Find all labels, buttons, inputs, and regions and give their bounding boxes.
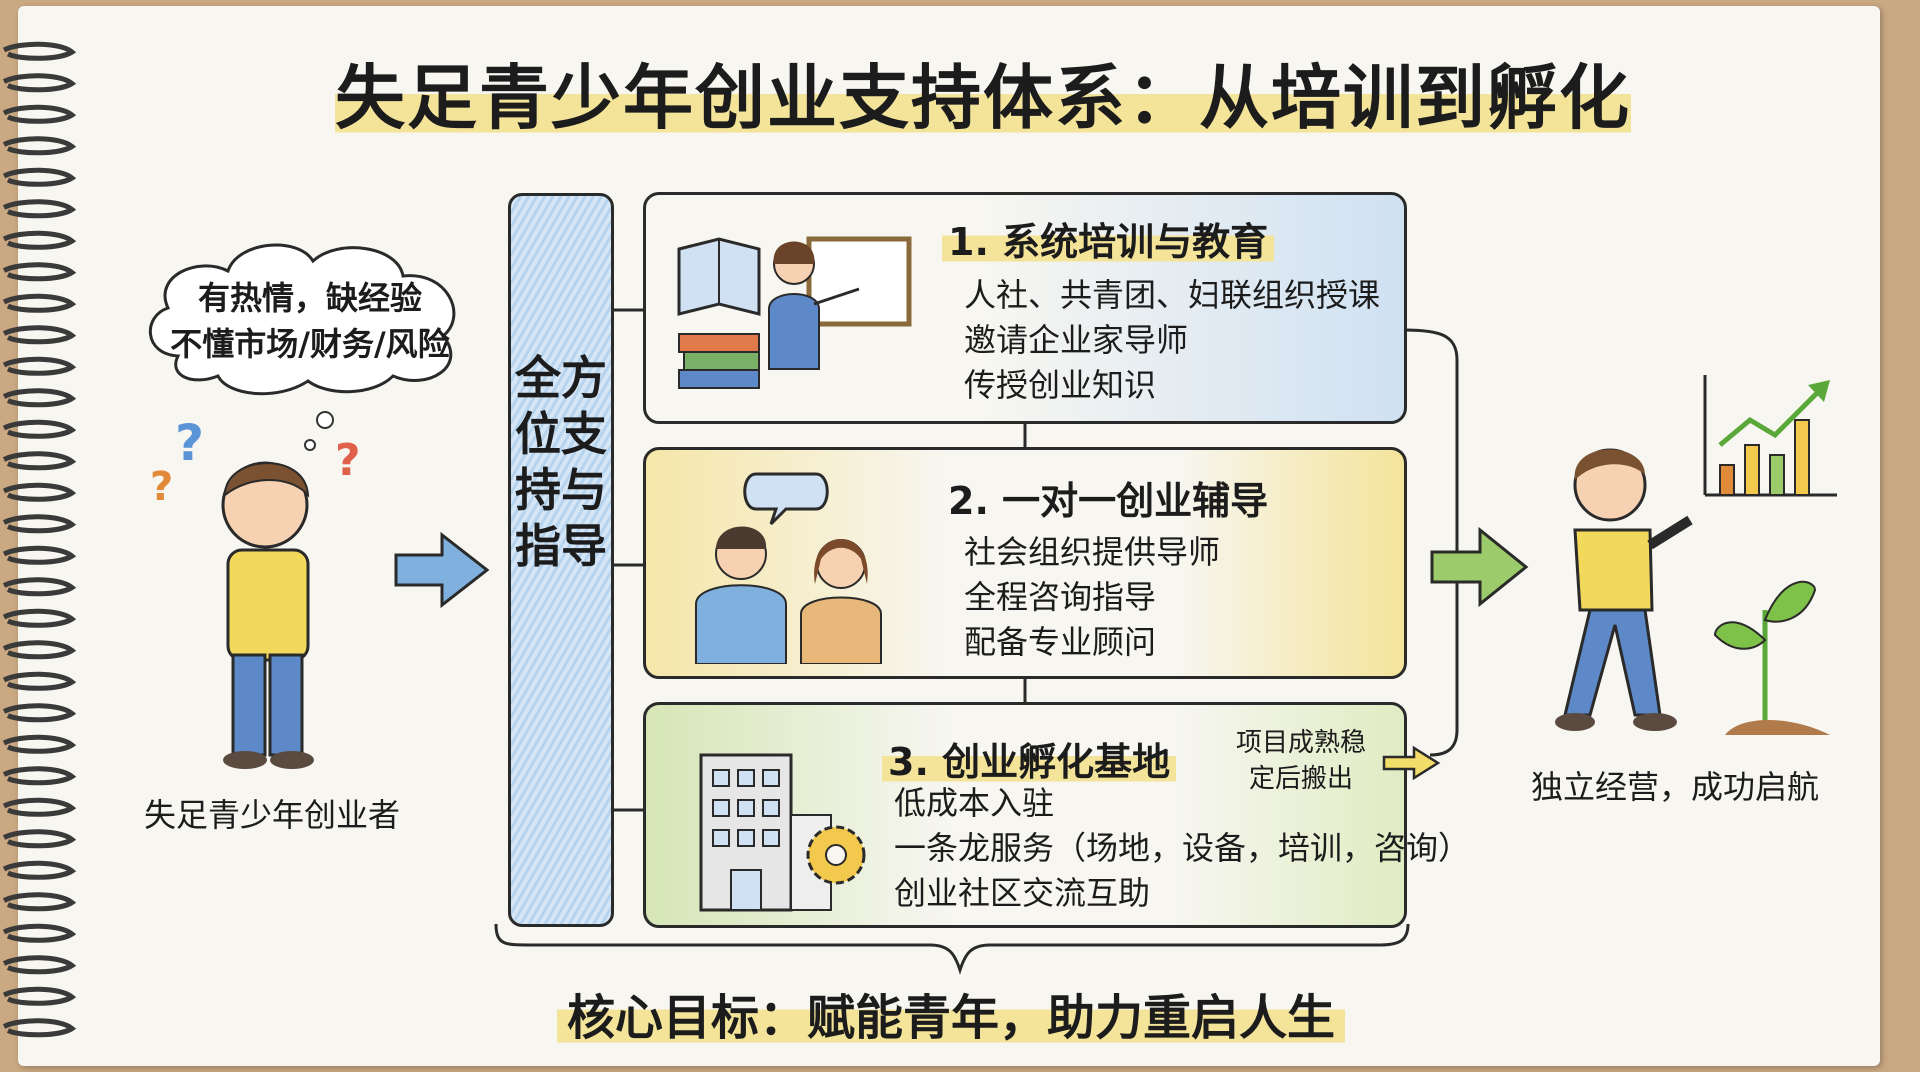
step-2-line: 配备专业顾问 <box>964 623 1157 661</box>
spiral-ring <box>2 545 77 565</box>
step-1-line: 传授创业知识 <box>964 366 1157 404</box>
spiral-ring <box>2 514 77 534</box>
spiral-binding <box>2 41 77 1038</box>
step-1-line: 人社、共青团、妇联组织授课 <box>964 276 1381 314</box>
support-bar <box>508 193 614 927</box>
spiral-ring <box>2 230 77 250</box>
teacher-books-illustration <box>677 236 912 389</box>
step-2-line: 社会组织提供导师 <box>964 533 1221 571</box>
step-3-lines: 低成本入驻 一条龙服务（场地，设备，培训，咨询） 创业社区交流互助 <box>894 781 1470 916</box>
spiral-ring <box>2 419 77 439</box>
spiral-ring <box>2 325 77 345</box>
spiral-ring <box>2 136 77 156</box>
spiral-ring <box>2 797 77 817</box>
page-title: 失足青少年创业支持体系：从培训到孵化 <box>335 57 1631 139</box>
step-2-line: 全程咨询指导 <box>964 578 1157 616</box>
step-3-line: 创业社区交流互助 <box>894 874 1151 912</box>
spiral-ring <box>2 167 77 187</box>
step-2-lines: 社会组织提供导师 全程咨询指导 配备专业顾问 <box>964 530 1220 665</box>
thought-cloud <box>149 243 456 396</box>
core-goal: 核心目标：赋能青年，助力重启人生 <box>557 978 1346 1048</box>
step-3-title: 3. 创业孵化基地 <box>882 731 1177 786</box>
thought-text: 有热情，缺经验 不懂市场/财务/风险 <box>160 275 460 367</box>
spiral-ring <box>2 451 77 471</box>
spiral-ring <box>2 734 77 754</box>
whiteboard-icon <box>806 236 912 327</box>
spiral-ring <box>2 829 77 849</box>
spiral-ring <box>2 608 77 628</box>
spiral-ring <box>2 73 77 93</box>
confused-youth-illustration: ? ? ? <box>150 411 361 769</box>
support-bar-text: 全方位支持与指导 <box>515 351 607 573</box>
step-3-line: 低成本入驻 <box>894 784 1055 822</box>
spiral-ring <box>2 892 77 912</box>
spiral-ring <box>2 293 77 313</box>
spiral-ring <box>2 703 77 723</box>
spiral-ring <box>2 671 77 691</box>
step-1-lines: 人社、共青团、妇联组织授课 邀请企业家导师 传授创业知识 <box>964 273 1380 408</box>
step-2-box: 2. 一对一创业辅导 社会组织提供导师 全程咨询指导 配备专业顾问 <box>643 447 1407 679</box>
step-3-line: 一条龙服务（场地，设备，培训，咨询） <box>894 829 1471 867</box>
spiral-ring <box>2 388 77 408</box>
step-1-box: 1. 系统培训与教育 人社、共青团、妇联组织授课 邀请企业家导师 传授创业知识 <box>643 192 1407 424</box>
sprout-icon <box>1713 580 1830 735</box>
small-arrow-right-icon <box>1382 745 1441 781</box>
spiral-ring <box>2 104 77 124</box>
move-out-note: 项目成熟稳 定后搬出 <box>1236 725 1366 797</box>
success-label: 独立经营，成功启航 <box>1531 768 1820 806</box>
spiral-ring <box>2 262 77 282</box>
youth-label: 失足青少年创业者 <box>144 796 401 834</box>
spiral-ring <box>2 766 77 786</box>
spiral-ring <box>2 640 77 660</box>
arrow-right-icon <box>1430 526 1529 608</box>
note-line-1: 项目成熟稳 <box>1236 728 1367 758</box>
spiral-ring <box>2 860 77 880</box>
incubator-building-illustration <box>699 753 866 912</box>
step-1-line: 邀请企业家导师 <box>964 321 1189 359</box>
step-2-title: 2. 一对一创业辅导 <box>948 479 1269 523</box>
spiral-ring <box>2 577 77 597</box>
successful-youth-illustration <box>1555 375 1837 735</box>
spiral-ring <box>2 199 77 219</box>
arrow-right-icon <box>394 531 490 609</box>
spiral-ring <box>2 482 77 502</box>
spiral-ring <box>2 986 77 1006</box>
question-mark-icon: ? <box>335 435 361 486</box>
speech-bubble-icon <box>743 472 829 526</box>
step-3-box: 3. 创业孵化基地 低成本入驻 一条龙服务（场地，设备，培训，咨询） 创业社区交… <box>643 702 1470 928</box>
mentoring-illustration <box>695 472 882 664</box>
spiral-ring <box>2 41 77 61</box>
spiral-ring <box>2 923 77 943</box>
question-mark-icon: ? <box>150 464 173 510</box>
spiral-ring <box>2 1018 77 1038</box>
spiral-ring <box>2 356 77 376</box>
thought-line-2: 不懂市场/财务/风险 <box>170 325 450 363</box>
step-1-title: 1. 系统培训与教育 <box>942 211 1275 266</box>
question-mark-icon: ? <box>175 414 204 472</box>
thought-line-1: 有热情，缺经验 <box>197 279 422 317</box>
growth-chart-icon <box>1703 375 1837 497</box>
spiral-ring <box>2 955 77 975</box>
note-line-2: 定后搬出 <box>1249 764 1354 794</box>
